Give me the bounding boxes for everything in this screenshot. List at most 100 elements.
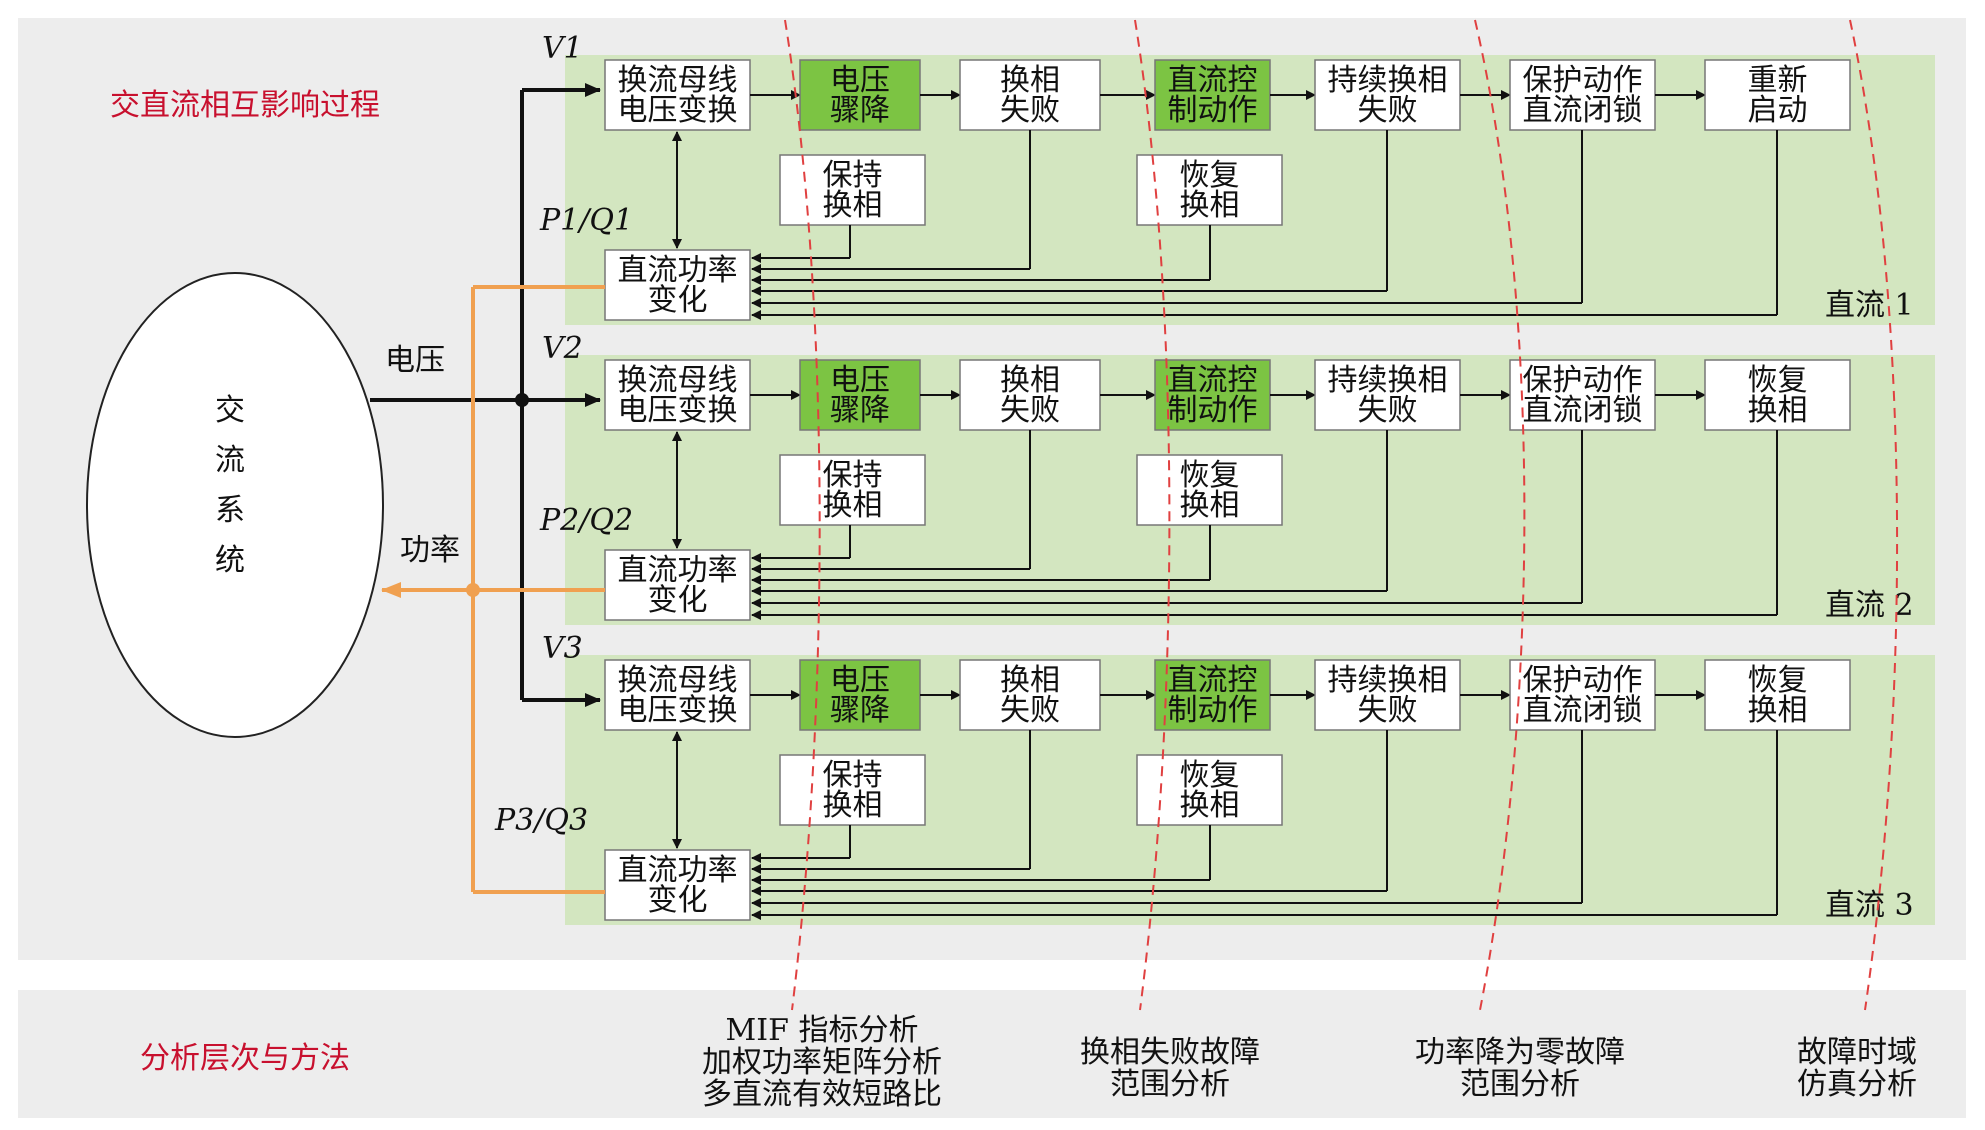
- dc-row-3: 换流母线电压变换电压骤降换相失败直流控制动作持续换相失败保护动作直流闭锁恢复换相…: [494, 631, 1935, 925]
- stage-box-3: 换相失败: [959, 659, 1101, 731]
- dc-power-change-box-line-1: 直流功率: [618, 853, 738, 888]
- stage-box-3: 换相失败: [959, 359, 1101, 431]
- stage-box-3-line-2: 失败: [1000, 693, 1060, 728]
- ac-system-char-3: 系: [215, 493, 245, 528]
- restore-commutation-box-line-1: 恢复: [1180, 458, 1240, 493]
- power-label: 功率: [400, 533, 460, 568]
- method-1-line-2: 加权功率矩阵分析: [702, 1045, 942, 1080]
- stage-box-6-line-2: 直流闭锁: [1523, 693, 1643, 728]
- dc-power-change-box-line-2: 变化: [648, 283, 708, 318]
- bottom-header: 分析层次与方法: [140, 1041, 350, 1076]
- ac-system-char-2: 流: [215, 443, 245, 478]
- stage-box-5-line-1: 持续换相: [1328, 63, 1448, 98]
- power-bus: [381, 285, 605, 894]
- method-4-line-2: 仿真分析: [1797, 1067, 1917, 1102]
- stage-box-3-line-1: 换相: [1000, 63, 1060, 98]
- method-3-line-1: 功率降为零故障: [1415, 1035, 1625, 1070]
- stage-box-1-line-1: 换流母线: [618, 63, 738, 98]
- dc-row-name: 直流 3: [1825, 888, 1914, 923]
- power-node-label: P1/Q1: [539, 203, 633, 238]
- stage-box-2-line-1: 电压: [830, 63, 890, 98]
- stage-box-7-line-1: 恢复: [1748, 363, 1808, 398]
- analysis-boundaries: [784, 19, 1899, 1011]
- restore-commutation-box-line-2: 换相: [1180, 788, 1240, 823]
- hold-commutation-box-line-1: 保持: [823, 758, 883, 793]
- stage-box-4-line-1: 直流控: [1168, 663, 1258, 698]
- stage-box-2-line-2: 骤降: [830, 393, 890, 428]
- stage-box-1-line-2: 电压变换: [618, 693, 738, 728]
- stage-box-4-line-2: 制动作: [1168, 93, 1258, 128]
- hold-commutation-box-line-2: 换相: [823, 188, 883, 223]
- hold-commutation-box-line-2: 换相: [823, 788, 883, 823]
- stage-box-5-line-1: 持续换相: [1328, 363, 1448, 398]
- restore-commutation-box-line-1: 恢复: [1180, 758, 1240, 793]
- voltage-node-label: V2: [542, 331, 583, 366]
- hold-commutation-box-line-2: 换相: [823, 488, 883, 523]
- power-node-label: P3/Q3: [494, 803, 588, 838]
- voltage-label: 电压: [385, 343, 445, 378]
- method-2-line-1: 换相失败故障: [1080, 1035, 1260, 1070]
- hold-commutation-box-line-1: 保持: [823, 458, 883, 493]
- stage-box-7-line-1: 重新: [1748, 63, 1808, 98]
- stage-box-4-line-2: 制动作: [1168, 393, 1258, 428]
- stage-box-3-line-2: 失败: [1000, 93, 1060, 128]
- stage-box-1-line-2: 电压变换: [618, 393, 738, 428]
- dc-row-name: 直流 1: [1825, 288, 1914, 323]
- restore-commutation-box-line-1: 恢复: [1180, 158, 1240, 193]
- restore-commutation-box-line-2: 换相: [1180, 488, 1240, 523]
- stage-box-1-line-1: 换流母线: [618, 663, 738, 698]
- dc-row-2: 换流母线电压变换电压骤降换相失败直流控制动作持续换相失败保护动作直流闭锁恢复换相…: [539, 331, 1935, 625]
- dc-power-change-box-line-1: 直流功率: [618, 253, 738, 288]
- stage-box-4-line-1: 直流控: [1168, 63, 1258, 98]
- stage-box-3-line-1: 换相: [1000, 363, 1060, 398]
- stage-box-5-line-2: 失败: [1358, 93, 1418, 128]
- voltage-bus: [370, 83, 601, 707]
- dc-power-change-box-line-2: 变化: [648, 583, 708, 618]
- stage-box-4-line-2: 制动作: [1168, 693, 1258, 728]
- dc-rows: 换流母线电压变换电压骤降换相失败直流控制动作持续换相失败保护动作直流闭锁重新启动…: [494, 31, 1935, 925]
- ac-system-char-4: 统: [215, 543, 245, 578]
- top-header: 交直流相互影响过程: [110, 88, 380, 123]
- stage-box-5-line-1: 持续换相: [1328, 663, 1448, 698]
- stage-box-2-line-2: 骤降: [830, 93, 890, 128]
- stage-box-2-line-1: 电压: [830, 663, 890, 698]
- stage-box-4-line-1: 直流控: [1168, 363, 1258, 398]
- dc-row-name: 直流 2: [1825, 588, 1914, 623]
- stage-box-7-line-2: 启动: [1748, 93, 1808, 128]
- stage-box-6-line-2: 直流闭锁: [1523, 93, 1643, 128]
- stage-box-3-line-2: 失败: [1000, 393, 1060, 428]
- stage-box-5-line-2: 失败: [1358, 393, 1418, 428]
- stage-box-6-line-1: 保护动作: [1523, 63, 1643, 98]
- stage-box-3-line-1: 换相: [1000, 663, 1060, 698]
- method-4-line-1: 故障时域: [1797, 1035, 1917, 1070]
